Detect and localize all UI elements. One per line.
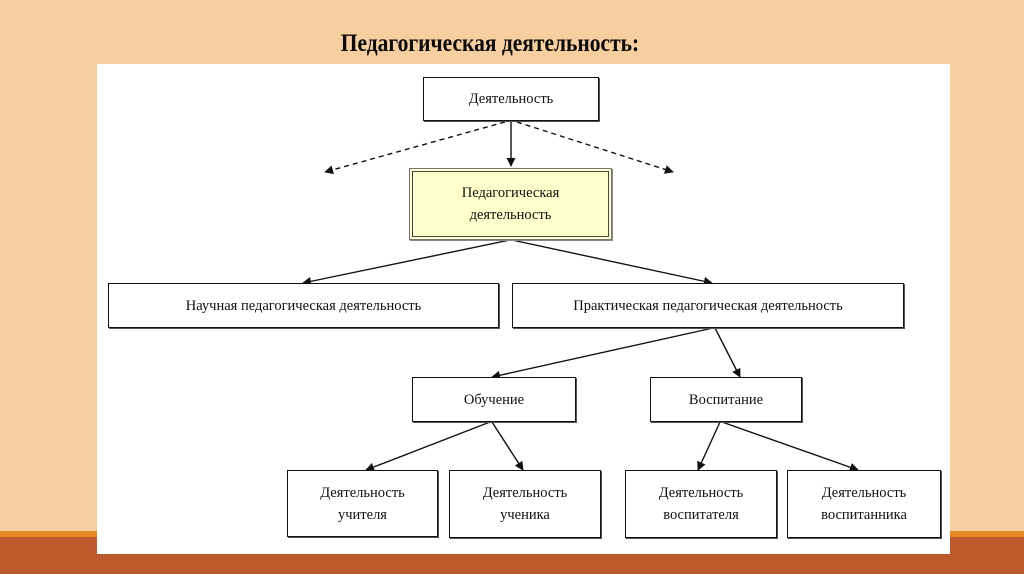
edge-upbringing-pupil — [721, 421, 859, 472]
edge-upbringing-educator — [697, 421, 721, 471]
edge-root-other-right — [516, 121, 674, 174]
slide-title: Педагогическая деятельность: — [340, 30, 640, 57]
edge-teaching-teacher — [365, 421, 491, 472]
edge-practical-upbringing — [714, 327, 741, 378]
node-teaching: Обучение — [412, 377, 576, 422]
edge-pedagogical-practical — [511, 239, 713, 286]
node-educator-activity: Деятельность воспитателя — [625, 470, 777, 538]
node-upbringing: Воспитание — [650, 377, 802, 422]
node-pedagogical-activity: Педагогическая деятельность — [409, 168, 612, 240]
node-practical-pedagogical-activity: Практическая педагогическая деятельность — [512, 283, 904, 328]
node-activity: Деятельность — [423, 77, 599, 121]
node-teacher-activity: Деятельность учителя — [287, 470, 438, 537]
edge-root-other-left — [324, 121, 506, 175]
edge-pedagogical-scientific — [302, 239, 511, 286]
node-scientific-pedagogical-activity: Научная педагогическая деятельность — [108, 283, 499, 328]
node-pupil-activity: Деятельность воспитанника — [787, 470, 941, 538]
node-student-activity: Деятельность ученика — [449, 470, 601, 538]
edge-teaching-student — [491, 421, 524, 471]
edge-practical-teaching — [491, 327, 714, 380]
